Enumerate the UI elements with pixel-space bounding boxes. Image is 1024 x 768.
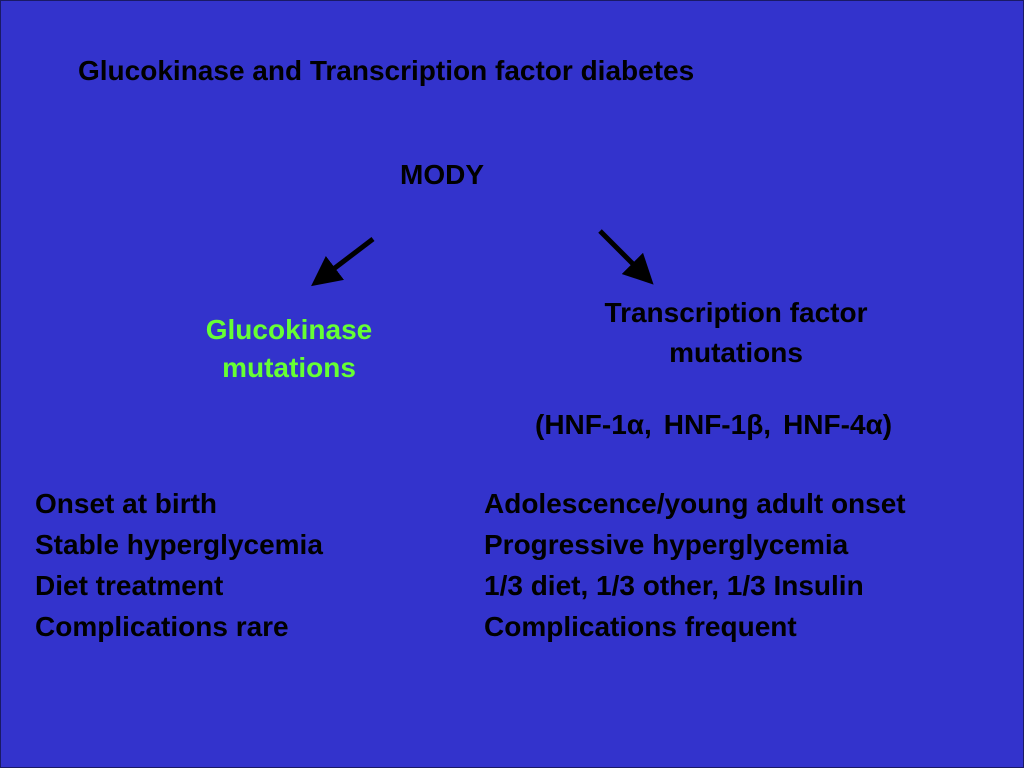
glucokinase-heading: Glucokinase mutations (159, 311, 419, 387)
transcription-factor-heading-line1: Transcription factor (604, 297, 868, 328)
list-item: Complications frequent (484, 611, 797, 642)
arrow-to-transcription-factor (598, 229, 654, 285)
arrow-to-glucokinase (311, 237, 375, 287)
list-item: Adolescence/young adult onset (484, 488, 906, 519)
glucokinase-features: Onset at birth Stable hyperglycemia Diet… (35, 483, 323, 647)
list-item: Diet treatment (35, 570, 224, 601)
slide-title: Glucokinase and Transcription factor dia… (78, 55, 695, 86)
list-item: Stable hyperglycemia (35, 529, 323, 560)
hnf-gene-list: (HNF-1α, HNF-1β, HNF-4α) (535, 409, 892, 441)
gene-hnf1a: (HNF-1α, (535, 409, 652, 440)
root-node-mody: MODY (400, 159, 484, 190)
transcription-factor-heading: Transcription factor mutations (541, 293, 931, 373)
list-item: Progressive hyperglycemia (484, 529, 849, 560)
list-item: 1/3 diet, 1/3 other, 1/3 Insulin (484, 570, 864, 601)
gene-hnf4a: HNF-4α) (783, 409, 893, 440)
list-item: Complications rare (35, 611, 289, 642)
glucokinase-heading-line2: mutations (222, 352, 356, 383)
transcription-factor-heading-line2: mutations (669, 337, 803, 368)
list-item: Onset at birth (35, 488, 218, 519)
gene-hnf1b: HNF-1β, (663, 409, 772, 440)
glucokinase-heading-line1: Glucokinase (205, 314, 373, 345)
transcription-factor-features: Adolescence/young adult onset Progressiv… (484, 483, 906, 647)
